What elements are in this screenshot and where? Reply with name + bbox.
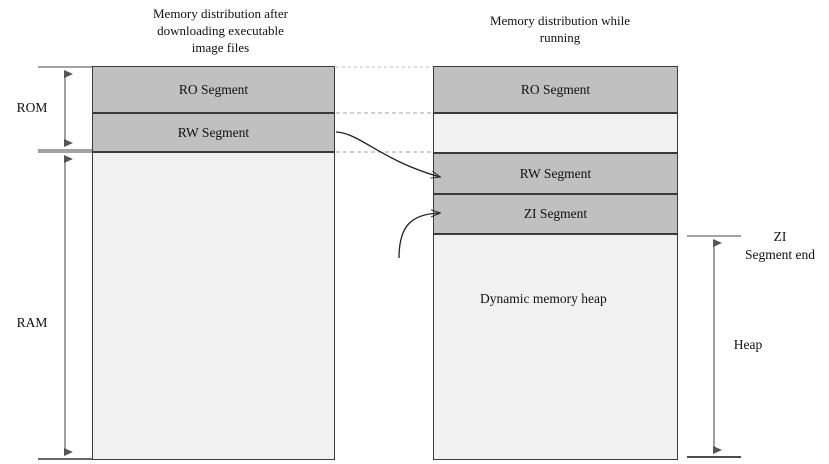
heap-label: Heap (733, 337, 763, 352)
right-block-dynamic-heap: Dynamic memory heap (433, 234, 678, 460)
right-block-rw-segment-label: RW Segment (519, 165, 592, 181)
ram-measure-arrow (38, 151, 92, 460)
zi-segment-end-line-1: ZI (773, 229, 787, 244)
left-panel-title-line-3: image files (191, 40, 250, 55)
left-panel-title: Memory distribution after downloading ex… (113, 5, 328, 56)
dashed-guide-lines (336, 66, 433, 153)
left-block-ro-segment-label: RO Segment (178, 81, 249, 97)
left-panel-title-line-1: Memory distribution after (152, 6, 289, 21)
rw-relocation-arrow (335, 131, 440, 177)
right-block-rw-segment: RW Segment (433, 153, 678, 194)
right-block-dynamic-heap-label: Dynamic memory heap (480, 291, 607, 306)
right-block-zi-segment: ZI Segment (433, 194, 678, 234)
left-block-ro-segment: RO Segment (92, 66, 335, 113)
right-panel-title-line-1: Memory distribution while (489, 13, 631, 28)
right-block-gap (433, 113, 678, 153)
left-panel-title-line-2: downloading executable (157, 23, 284, 38)
rom-label: ROM (16, 100, 48, 115)
right-block-ro-segment-label: RO Segment (520, 81, 591, 97)
left-block-free-ram (92, 152, 335, 460)
right-panel-title: Memory distribution while running (450, 12, 670, 46)
left-block-rw-segment: RW Segment (92, 113, 335, 152)
ram-label: RAM (16, 315, 48, 330)
right-block-ro-segment: RO Segment (433, 66, 678, 113)
right-block-zi-segment-label: ZI Segment (523, 206, 588, 221)
right-panel-title-line-2: running (539, 30, 581, 45)
zi-segment-end-label: ZI Segment end (732, 228, 828, 264)
zi-segment-end-line-2: Segment end (744, 247, 816, 262)
left-block-rw-segment-label: RW Segment (177, 124, 250, 140)
